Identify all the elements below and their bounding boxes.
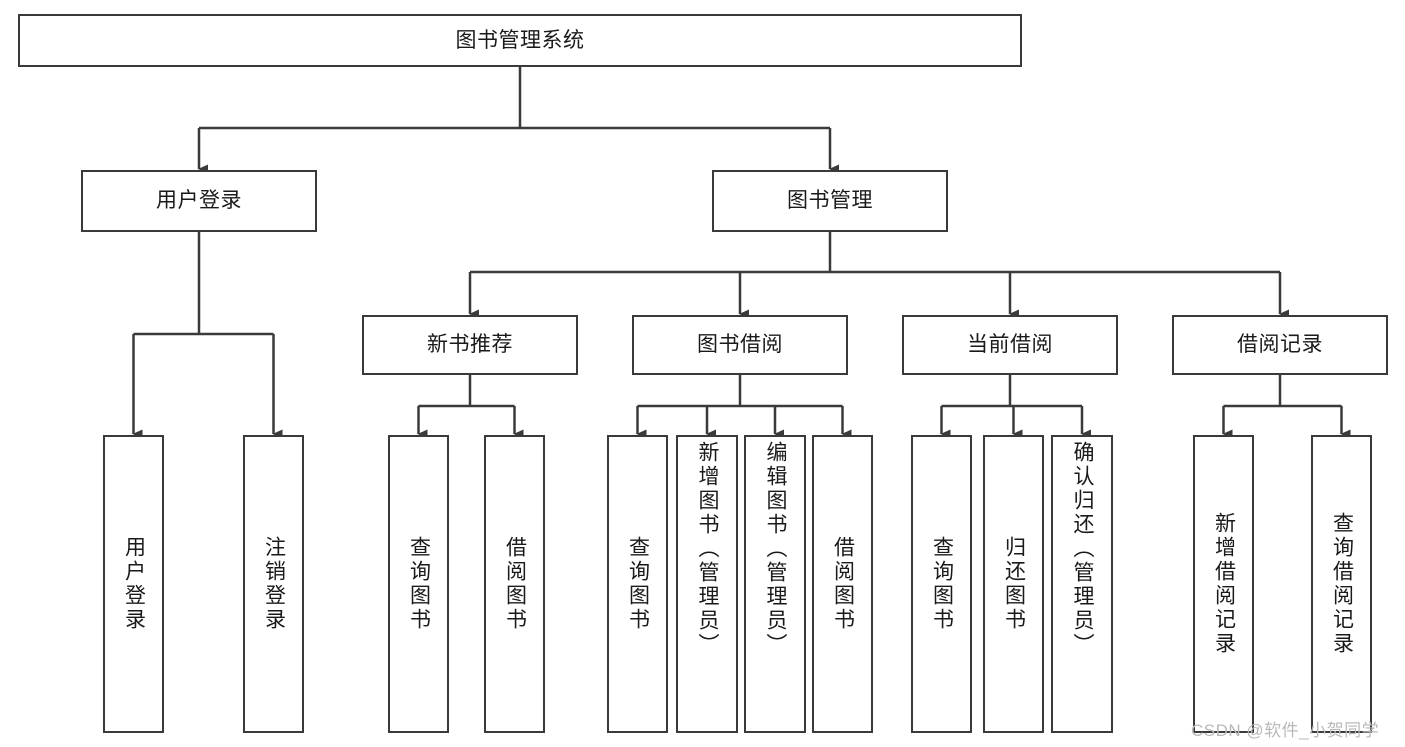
node-label: 新增借阅记录 <box>1212 512 1236 656</box>
node-label: 编辑图书（管理员） <box>764 441 788 657</box>
node-leaf-cur-query[interactable]: 查询图书 <box>911 435 972 733</box>
node-leaf-rec-query[interactable]: 查询借阅记录 <box>1311 435 1372 733</box>
node-label: 查询图书 <box>626 536 650 632</box>
node-leaf-bor-add[interactable]: 新增图书（管理员） <box>676 435 738 733</box>
csdn-watermark: CSDN @软件_小贺同学 <box>1191 721 1380 740</box>
node-leaf-cur-return[interactable]: 归还图书 <box>983 435 1044 733</box>
node-label: 确认归还（管理员） <box>1071 441 1095 657</box>
node-leaf-bor-edit[interactable]: 编辑图书（管理员） <box>744 435 806 733</box>
node-leaf-bor-lend[interactable]: 借阅图书 <box>812 435 873 733</box>
node-label: 新书推荐 <box>427 333 513 357</box>
node-label: 查询图书 <box>407 536 431 632</box>
node-label: 借阅图书 <box>503 536 527 632</box>
node-label: 新增图书（管理员） <box>696 441 720 657</box>
node-label: 图书借阅 <box>697 333 783 357</box>
node-label: 图书管理 <box>787 189 873 213</box>
node-root[interactable]: 图书管理系统 <box>18 14 1022 67</box>
node-l1-user[interactable]: 用户登录 <box>81 170 317 232</box>
node-label: 归还图书 <box>1002 536 1026 632</box>
node-label: 当前借阅 <box>967 333 1053 357</box>
node-l2-current[interactable]: 当前借阅 <box>902 315 1118 375</box>
node-leaf-bor-query[interactable]: 查询图书 <box>607 435 668 733</box>
node-l2-record[interactable]: 借阅记录 <box>1172 315 1388 375</box>
node-leaf-new-query[interactable]: 查询图书 <box>388 435 449 733</box>
node-label: 借阅记录 <box>1237 333 1323 357</box>
node-label: 用户登录 <box>156 189 242 213</box>
node-label: 注销登录 <box>262 536 286 632</box>
node-leaf-user-logout[interactable]: 注销登录 <box>243 435 304 733</box>
node-leaf-rec-add[interactable]: 新增借阅记录 <box>1193 435 1254 733</box>
node-leaf-cur-confirm[interactable]: 确认归还（管理员） <box>1051 435 1113 733</box>
node-l2-borrow[interactable]: 图书借阅 <box>632 315 848 375</box>
edge-layer <box>132 67 1351 439</box>
node-l2-new[interactable]: 新书推荐 <box>362 315 578 375</box>
node-leaf-new-borrow[interactable]: 借阅图书 <box>484 435 545 733</box>
node-label: 借阅图书 <box>831 536 855 632</box>
node-leaf-user-login[interactable]: 用户登录 <box>103 435 164 733</box>
node-label: 查询借阅记录 <box>1330 512 1354 656</box>
node-label: 查询图书 <box>930 536 954 632</box>
node-label: 用户登录 <box>122 536 146 632</box>
node-l1-book[interactable]: 图书管理 <box>712 170 948 232</box>
node-label: 图书管理系统 <box>455 28 585 52</box>
